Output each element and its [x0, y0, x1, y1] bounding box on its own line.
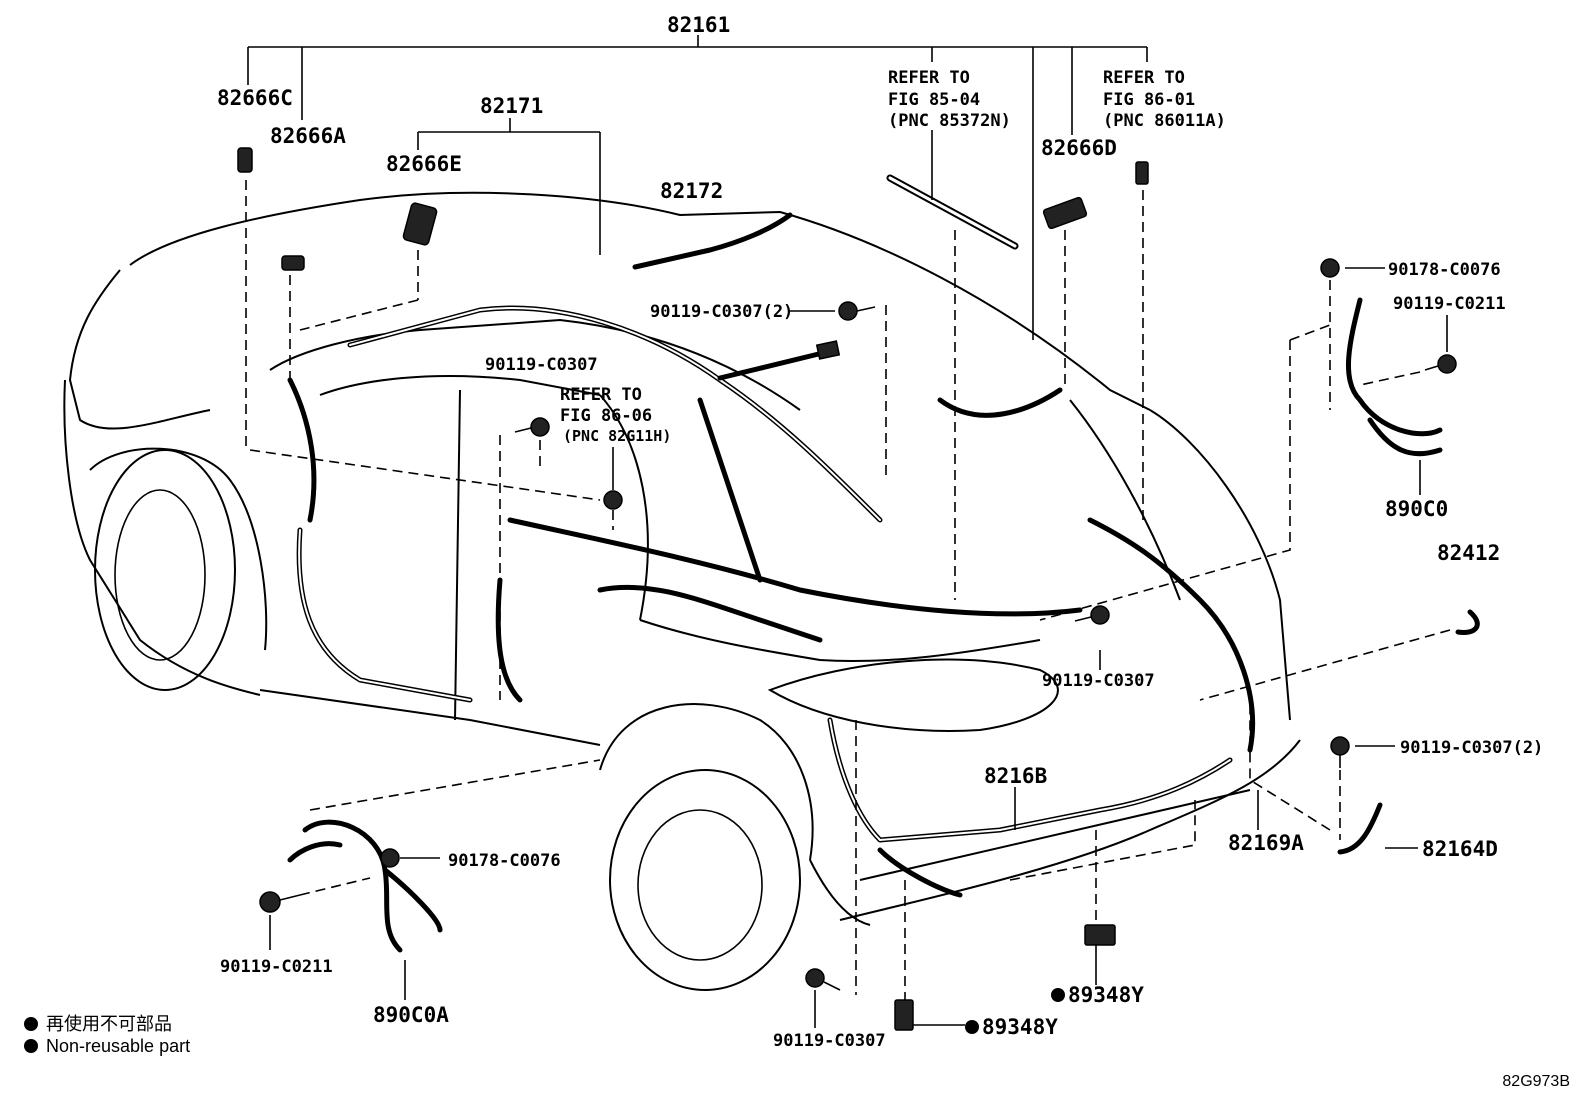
- clip-82666c-icon: [237, 147, 253, 173]
- grommet-82g11h-icon: [603, 490, 623, 510]
- bolt-icon-bottom: [805, 968, 841, 991]
- dashed-leaders: [245, 180, 1451, 1000]
- label-82666a: 82666A: [270, 124, 346, 148]
- non-reusable-dot-a: [1051, 988, 1065, 1002]
- bolt-icon-left: [259, 891, 301, 913]
- part-labels: 82161 82666C 82666A 82171 82666E 82172 8…: [217, 13, 1543, 1051]
- label-82412: 82412: [1437, 541, 1500, 565]
- clip-82666a-icon: [281, 255, 305, 271]
- bracket-89348y-icon: [1084, 924, 1116, 946]
- ref-note-86-06: REFER TO FIG 86-06 (PNC 82G11H): [560, 385, 671, 445]
- label-90119-c0307-2-top: 90119-C0307(2): [650, 302, 793, 322]
- label-8216b: 8216B: [984, 764, 1047, 788]
- legend-english: Non-reusable part: [24, 1036, 190, 1057]
- ref1-line1: REFER TO: [888, 68, 970, 88]
- clip-82666e-icon: [402, 202, 438, 246]
- label-82161: 82161: [667, 13, 730, 37]
- label-82164d: 82164D: [1422, 837, 1498, 861]
- label-89348y-b: 89348Y: [982, 1015, 1058, 1039]
- harness-82412: [1455, 609, 1480, 636]
- ref-note-85-04: REFER TO FIG 85-04 (PNC 85372N): [888, 68, 1011, 131]
- label-890c0a: 890C0A: [373, 1003, 449, 1027]
- ref3-line2: FIG 86-06: [560, 406, 652, 426]
- ref2-line3: (PNC 86011A): [1103, 111, 1226, 131]
- harness-890c0a: [287, 819, 443, 953]
- car-body-outline: [63, 191, 1301, 991]
- nut-icon-right: [1320, 258, 1340, 278]
- non-reusable-dot-b: [965, 1020, 979, 1034]
- label-89348y-a: 89348Y: [1068, 983, 1144, 1007]
- ref3-line3: (PNC 82G11H): [563, 427, 671, 445]
- ref1-line3: (PNC 85372N): [888, 111, 1011, 131]
- ref-note-86-01: REFER TO FIG 86-01 (PNC 86011A): [1103, 68, 1226, 131]
- label-82666c: 82666C: [217, 86, 293, 110]
- harness-82161-roof: [717, 340, 841, 381]
- label-890c0: 890C0: [1385, 497, 1448, 521]
- legend-line1: 再使用不可部品: [46, 1014, 172, 1034]
- harness-82164d: [1337, 802, 1383, 855]
- label-90178-c0076-left: 90178-C0076: [448, 851, 561, 871]
- label-82666e: 82666E: [386, 152, 462, 176]
- label-90119-c0211-right: 90119-C0211: [1393, 294, 1506, 314]
- bolt-icon-top: [838, 301, 876, 321]
- bolt-icon-82164d: [1330, 736, 1350, 768]
- bullet-icon: [24, 1017, 38, 1031]
- clip-82666d-icon: [1042, 196, 1088, 230]
- figure-code: 82G973B: [1502, 1073, 1570, 1090]
- ref2-line2: FIG 86-01: [1103, 90, 1195, 110]
- label-82171: 82171: [480, 94, 543, 118]
- label-90119-c0307-2-right: 90119-C0307(2): [1400, 738, 1543, 758]
- legend-japanese: 再使用不可部品: [24, 1010, 172, 1036]
- harness-82172: [632, 212, 793, 270]
- label-90119-c0307-b: 90119-C0307: [1042, 671, 1155, 691]
- label-82169a: 82169A: [1228, 831, 1304, 855]
- bolt-icon-mid: [514, 417, 550, 437]
- label-90119-c0307-bottom: 90119-C0307: [773, 1031, 886, 1051]
- label-90119-c0211-left: 90119-C0211: [220, 957, 333, 977]
- label-90178-c0076-right: 90178-C0076: [1388, 260, 1501, 280]
- ref1-line2: FIG 85-04: [888, 90, 980, 110]
- ref3-line1: REFER TO: [560, 385, 642, 405]
- bullet-icon: [24, 1039, 38, 1053]
- ref2-line1: REFER TO: [1103, 68, 1185, 88]
- nut-icon-left: [380, 848, 400, 868]
- legend-line2: Non-reusable part: [46, 1036, 191, 1056]
- label-82666d: 82666D: [1041, 136, 1117, 160]
- label-82172: 82172: [660, 179, 723, 203]
- leader-lines: [247, 35, 1448, 1028]
- molding-85372n: [886, 174, 1019, 250]
- bolt-icon-890c0: [1424, 354, 1457, 374]
- wire-harness-main: [287, 305, 1255, 898]
- clip-86011a-icon: [1135, 161, 1149, 185]
- harness-890c0: [1346, 297, 1443, 457]
- bolt-icon-right: [1074, 605, 1110, 625]
- label-90119-c0307-a: 90119-C0307: [485, 355, 598, 375]
- bracket-89348y-icon-2: [894, 999, 914, 1031]
